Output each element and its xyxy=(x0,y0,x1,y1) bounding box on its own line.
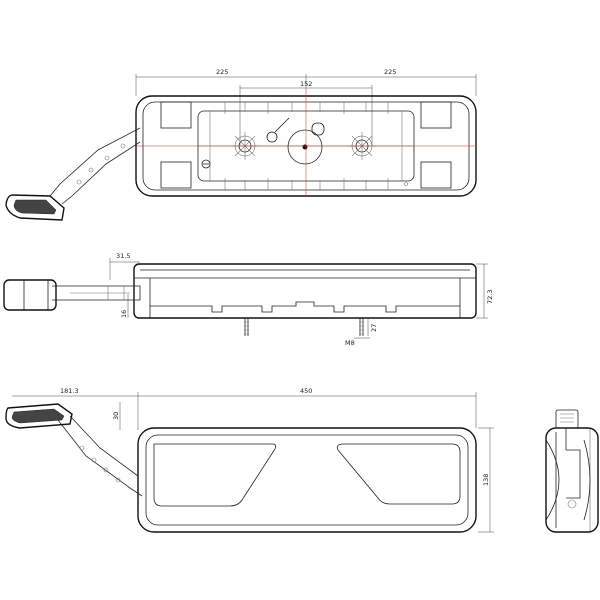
top-view: 225 225 152 xyxy=(5,68,477,221)
dim-side-stud-length: 27 xyxy=(370,324,378,332)
dim-side-height: 72.3 xyxy=(486,290,494,304)
dim-top-center-spacing: 152 xyxy=(300,80,312,88)
side-view: 31.5 72.3 16 27 M8 xyxy=(3,252,494,347)
dim-front-height: 138 xyxy=(482,474,490,486)
dim-front-length: 450 xyxy=(300,387,312,395)
end-view xyxy=(545,409,599,533)
front-view: 181.3 450 30 138 xyxy=(5,387,494,533)
dim-side-thread: M8 xyxy=(345,339,355,347)
dim-front-bracket-rise: 30 xyxy=(112,412,120,420)
dim-top-right-half: 225 xyxy=(384,68,396,76)
dim-side-bracket-height: 16 xyxy=(120,310,128,318)
dim-side-bracket-offset: 31.5 xyxy=(116,252,130,260)
dim-top-left-half: 225 xyxy=(216,68,228,76)
dim-front-bracket-offset: 181.3 xyxy=(60,387,79,395)
